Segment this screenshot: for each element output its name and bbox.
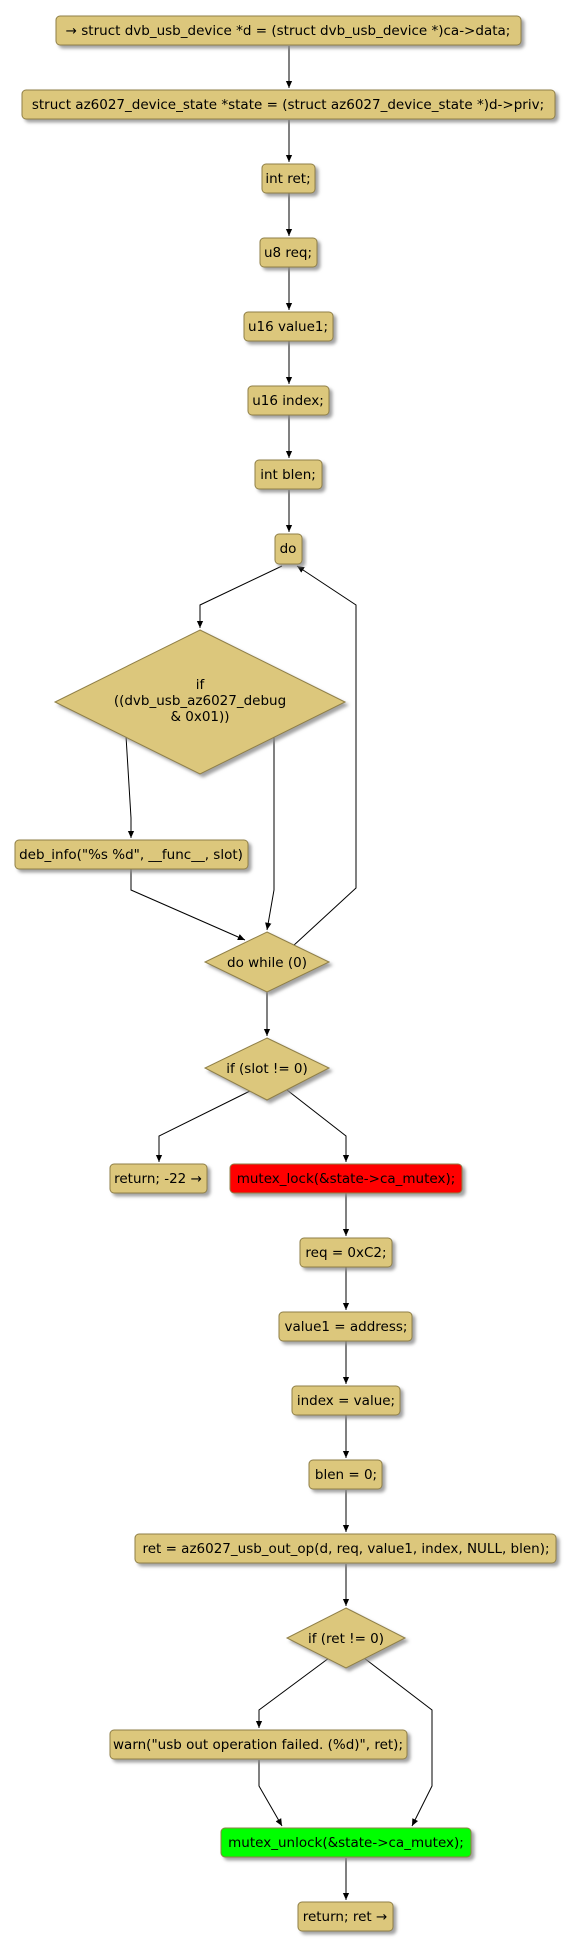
- node-if-slot-label: if (slot != 0): [226, 1061, 308, 1077]
- edge-n11-n8: [292, 565, 357, 947]
- node-int-ret: int ret;: [261, 163, 316, 194]
- edge-n8-n9: [196, 565, 283, 628]
- edge-n12-n13: [155, 1089, 253, 1162]
- node-deb-info: deb_info("%s %d", __func__, slot): [14, 839, 249, 870]
- node-return-ret: return; ret →: [297, 1901, 394, 1932]
- node-do-label: do: [280, 541, 297, 557]
- node-if-debug: if ((dvb_usb_az6027_debug & 0x01)): [53, 629, 347, 775]
- node-do-while-label: do while (0): [227, 955, 307, 971]
- node-usb-out-op-label: ret = az6027_usb_out_op(d, req, value1, …: [142, 1541, 549, 1557]
- node-value1-assign-label: value1 = address;: [285, 1319, 408, 1335]
- node-state-init: struct az6027_device_state *state = (str…: [21, 89, 556, 120]
- node-u16-index-label: u16 index;: [252, 393, 324, 409]
- node-mutex-lock: mutex_lock(&state->ca_mutex);: [229, 1163, 463, 1194]
- node-if-ret: if (ret != 0): [285, 1607, 407, 1669]
- edge-n12-n14: [286, 1089, 350, 1162]
- edge-n21-n22: [258, 1760, 283, 1827]
- node-mutex-unlock-label: mutex_unlock(&state->ca_mutex);: [228, 1835, 464, 1851]
- node-d-init: → struct dvb_usb_device *d = (struct dvb…: [55, 15, 522, 46]
- node-u16-value1-label: u16 value1;: [248, 319, 328, 335]
- node-if-slot: if (slot != 0): [203, 1037, 331, 1101]
- node-return-22: return; -22 →: [109, 1163, 208, 1194]
- node-int-ret-label: int ret;: [265, 171, 310, 187]
- node-if-ret-label: if (ret != 0): [308, 1631, 384, 1647]
- node-return-ret-label: return; ret →: [303, 1909, 388, 1925]
- node-u8-req-label: u8 req;: [264, 245, 312, 261]
- edge-n20-n22: [363, 1657, 433, 1827]
- node-u16-value1: u16 value1;: [243, 311, 334, 342]
- node-do: do: [274, 533, 303, 565]
- node-blen-assign-label: blen = 0;: [315, 1467, 377, 1483]
- edge-n9-n10: [125, 735, 135, 838]
- node-blen-assign: blen = 0;: [308, 1459, 383, 1490]
- node-u16-index: u16 index;: [247, 385, 330, 416]
- node-index-assign-label: index = value;: [297, 1393, 395, 1409]
- node-if-debug-line2: ((dvb_usb_az6027_debug: [114, 693, 286, 709]
- node-d-init-label: → struct dvb_usb_device *d = (struct dvb…: [66, 23, 511, 39]
- edges: [125, 46, 433, 1900]
- node-req-assign-label: req = 0xC2;: [305, 1245, 386, 1261]
- edge-n10-n11: [130, 868, 246, 941]
- edge-n9-n11: [265, 735, 275, 931]
- node-return-22-label: return; -22 →: [114, 1171, 202, 1187]
- node-mutex-lock-label: mutex_lock(&state->ca_mutex);: [237, 1171, 456, 1187]
- node-usb-out-op: ret = az6027_usb_out_op(d, req, value1, …: [134, 1533, 557, 1564]
- node-int-blen: int blen;: [254, 459, 323, 490]
- edge-n20-n21: [255, 1657, 330, 1728]
- node-req-assign: req = 0xC2;: [299, 1237, 393, 1268]
- node-deb-info-label: deb_info("%s %d", __func__, slot): [19, 847, 243, 863]
- node-index-assign: index = value;: [291, 1385, 401, 1416]
- node-warn: warn("usb out operation failed. (%d)", r…: [109, 1729, 408, 1760]
- node-if-debug-line3: & 0x01)): [170, 709, 229, 725]
- node-if-debug-line1: if: [196, 677, 206, 693]
- node-value1-assign: value1 = address;: [278, 1311, 413, 1342]
- node-u8-req: u8 req;: [259, 237, 318, 268]
- node-mutex-unlock: mutex_unlock(&state->ca_mutex);: [220, 1827, 472, 1858]
- node-warn-label: warn("usb out operation failed. (%d)", r…: [113, 1737, 403, 1753]
- node-do-while: do while (0): [203, 931, 331, 993]
- node-state-init-label: struct az6027_device_state *state = (str…: [32, 97, 544, 113]
- node-int-blen-label: int blen;: [260, 467, 316, 483]
